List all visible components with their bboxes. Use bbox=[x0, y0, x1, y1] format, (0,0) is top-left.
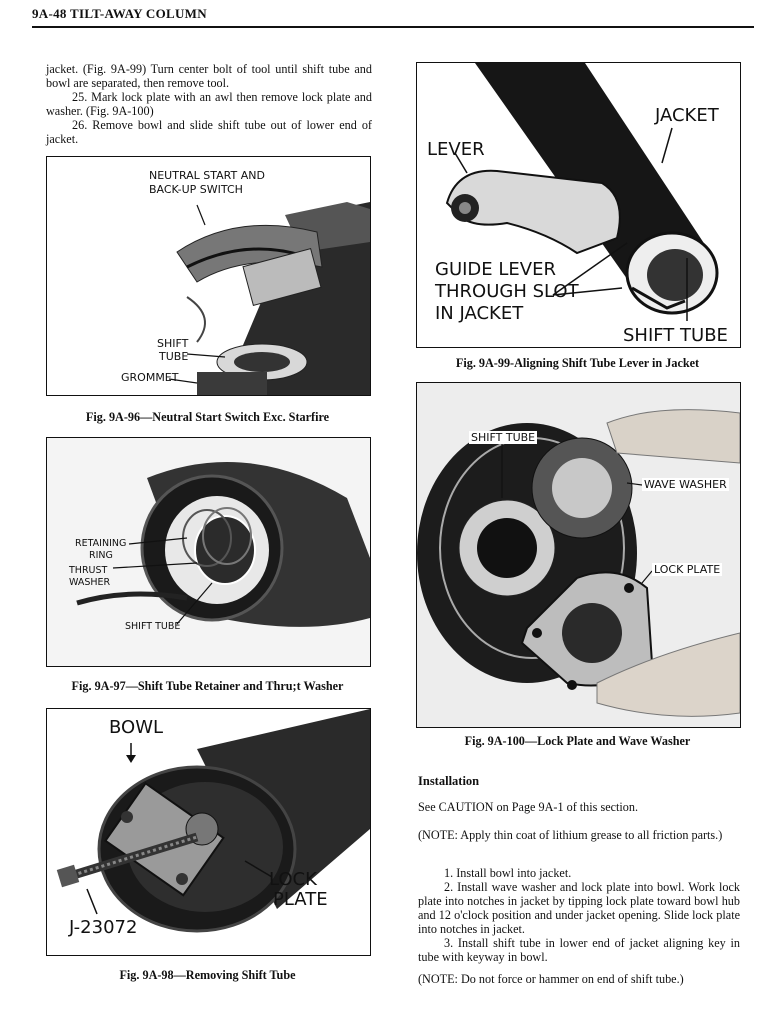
header-rule bbox=[32, 26, 754, 28]
intro-p2: 25. Mark lock plate with an awl then rem… bbox=[46, 90, 372, 118]
label-thrust-2: WASHER bbox=[69, 577, 111, 588]
label-switch-1: NEUTRAL START AND bbox=[149, 169, 265, 182]
label-lock-2: PLATE bbox=[273, 889, 328, 910]
page-header: 9A-48 TILT-AWAY COLUMN bbox=[32, 6, 207, 21]
caption-9a-100: Fig. 9A-100—Lock Plate and Wave Washer bbox=[464, 734, 691, 748]
label-retaining-1: RETAINING bbox=[75, 538, 127, 549]
label-lever: LEVER bbox=[427, 139, 485, 160]
removing-shift-tube-photo bbox=[47, 709, 370, 955]
caption-9a-99: Fig. 9A-99-Aligning Shift Tube Lever in … bbox=[455, 356, 700, 370]
label-lock-1: LOCK bbox=[269, 869, 317, 890]
caption-9a-97: Fig. 9A-97—Shift Tube Retainer and Thru;… bbox=[71, 679, 344, 693]
label-switch-2: BACK-UP SWITCH bbox=[149, 183, 243, 196]
label-shift-tube-99: SHIFT TUBE bbox=[623, 325, 728, 346]
label-jacket: JACKET bbox=[655, 105, 719, 126]
label-lock-plate: LOCK PLATE bbox=[652, 563, 723, 576]
caption-9a-98: Fig. 9A-98—Removing Shift Tube bbox=[119, 968, 296, 982]
label-shift-1: SHIFT bbox=[157, 337, 189, 350]
label-guide-2: THROUGH SLOT bbox=[435, 281, 579, 302]
lock-plate-wave-washer-photo bbox=[417, 383, 740, 727]
intro-text: jacket. (Fig. 9A-99) Turn center bolt of… bbox=[46, 62, 372, 146]
label-retaining-2: RING bbox=[89, 550, 113, 561]
label-tool-j23072: J-23072 bbox=[69, 917, 138, 938]
figure-9a-100: SHIFT TUBE WAVE WASHER LOCK PLATE bbox=[416, 382, 741, 728]
figure-9a-96: NEUTRAL START AND BACK-UP SWITCH SHIFT T… bbox=[46, 156, 371, 396]
label-shift-tube-97: SHIFT TUBE bbox=[125, 621, 181, 632]
note-grease: (NOTE: Apply thin coat of lithium grease… bbox=[418, 828, 723, 842]
label-bowl: BOWL bbox=[109, 717, 164, 738]
aligning-shift-tube-lever-photo bbox=[417, 63, 740, 347]
figure-9a-97: RETAINING RING THRUST WASHER SHIFT TUBE bbox=[46, 437, 371, 667]
label-guide-3: IN JACKET bbox=[435, 303, 524, 324]
figure-9a-98: BOWL LOCK PLATE J-23072 bbox=[46, 708, 371, 956]
step-2: 2. Install wave washer and lock plate in… bbox=[418, 880, 740, 936]
label-wave-washer: WAVE WASHER bbox=[642, 478, 729, 491]
intro-p3: 26. Remove bowl and slide shift tube out… bbox=[46, 118, 372, 146]
caution-text: See CAUTION on Page 9A-1 of this section… bbox=[418, 800, 639, 814]
label-thrust-1: THRUST bbox=[69, 565, 108, 576]
label-grommet: GROMMET bbox=[121, 371, 179, 384]
shift-tube-retainer-photo bbox=[47, 438, 370, 666]
label-shift-tube-100: SHIFT TUBE bbox=[469, 431, 538, 444]
label-shift-2: TUBE bbox=[159, 350, 189, 363]
installation-title: Installation bbox=[418, 774, 480, 788]
label-guide-1: GUIDE LEVER bbox=[435, 259, 556, 280]
neutral-start-switch-photo bbox=[47, 157, 370, 395]
installation-steps: 1. Install bowl into jacket. 2. Install … bbox=[418, 866, 740, 964]
note-no-force: (NOTE: Do not force or hammer on end of … bbox=[418, 972, 684, 986]
figure-9a-99: JACKET LEVER GUIDE LEVER THROUGH SLOT IN… bbox=[416, 62, 741, 348]
caption-9a-96: Fig. 9A-96—Neutral Start Switch Exc. Sta… bbox=[85, 410, 330, 424]
intro-p1: jacket. (Fig. 9A-99) Turn center bolt of… bbox=[46, 62, 372, 90]
step-3: 3. Install shift tube in lower end of ja… bbox=[418, 936, 740, 964]
step-1: 1. Install bowl into jacket. bbox=[444, 866, 572, 880]
